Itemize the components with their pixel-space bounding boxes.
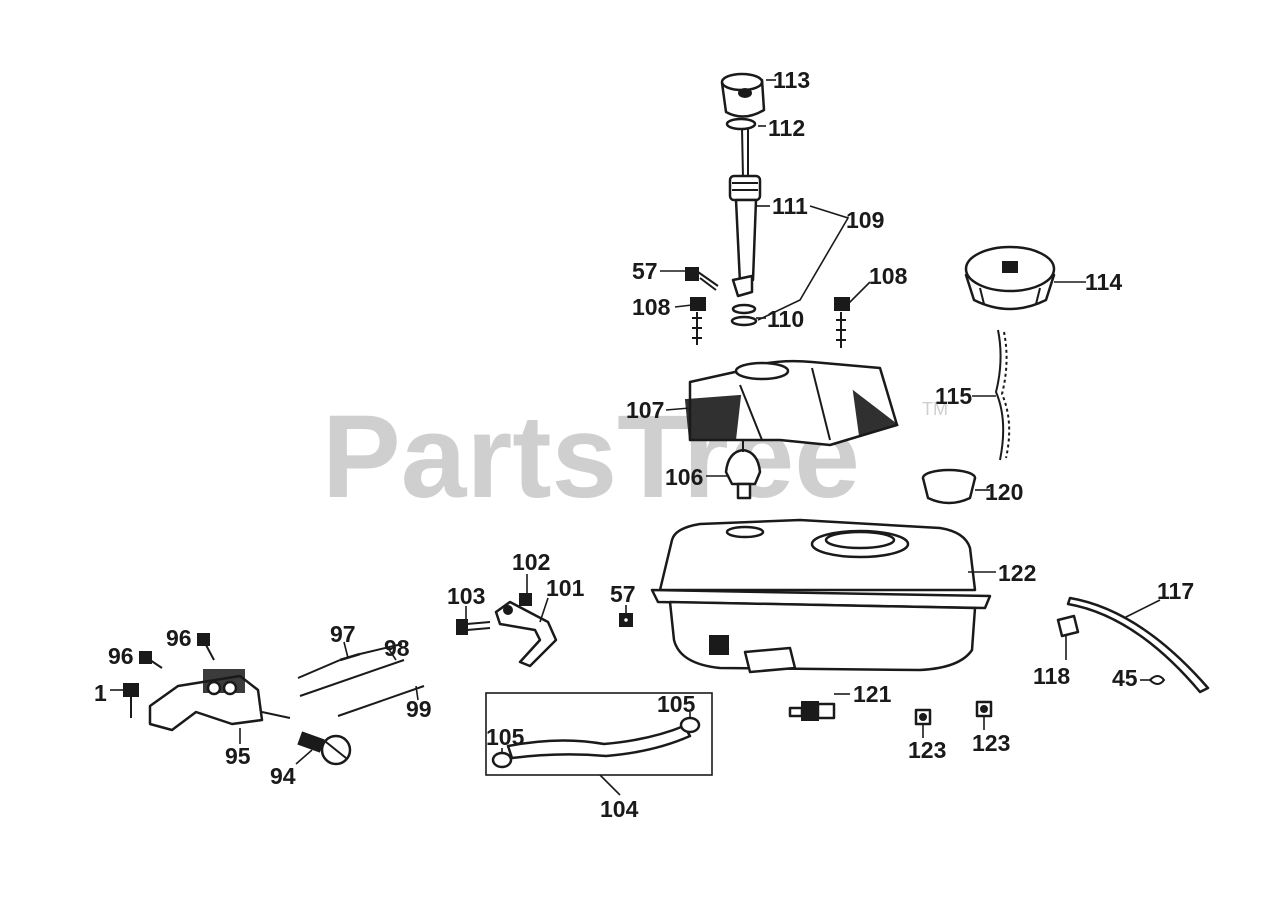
parts <box>123 72 1210 776</box>
callout-98: 98 <box>384 635 410 661</box>
part-57-bolt-mid[interactable] <box>619 613 633 627</box>
callout-108-left: 108 <box>632 294 671 320</box>
callout-94: 94 <box>270 763 296 789</box>
callout-117: 117 <box>1157 578 1194 604</box>
callout-99: 99 <box>406 696 432 722</box>
part-120-filter[interactable] <box>921 468 977 505</box>
part-108-bolt-left[interactable] <box>690 297 706 345</box>
callout-120: 120 <box>985 479 1023 505</box>
callout-101: 101 <box>546 575 585 601</box>
callout-110: 110 <box>767 306 804 332</box>
callout-121: 121 <box>853 681 892 707</box>
callout-105-left: 105 <box>486 724 525 750</box>
part-121-fitting[interactable] <box>788 701 836 721</box>
part-103-bolt[interactable] <box>456 619 491 635</box>
part-45-clip[interactable] <box>1149 675 1166 685</box>
callout-102: 102 <box>512 549 550 575</box>
part-57-bolt[interactable] <box>685 267 719 291</box>
watermark-tm: TM <box>922 399 948 419</box>
part-96-bolt-upper[interactable] <box>197 633 215 661</box>
callout-57-mid: 57 <box>610 581 636 607</box>
part-112-o-ring[interactable] <box>725 117 757 131</box>
part-106-fuel-valve[interactable] <box>724 440 762 500</box>
part-110-o-rings[interactable] <box>730 303 758 327</box>
part-114-fuel-cap[interactable] <box>964 245 1056 311</box>
part-95-governor-assembly[interactable] <box>148 669 291 732</box>
part-123-nut-right[interactable] <box>975 700 993 718</box>
callout-123-right: 123 <box>972 730 1010 756</box>
leader-lines <box>110 79 1161 796</box>
part-107-shroud[interactable] <box>684 359 900 447</box>
callout-104: 104 <box>600 796 639 822</box>
callout-118: 118 <box>1033 663 1070 689</box>
callout-111: 111 <box>772 193 808 219</box>
callout-57-top: 57 <box>632 258 658 284</box>
part-99-cable[interactable] <box>337 685 425 717</box>
callout-103: 103 <box>447 583 485 609</box>
part-108-bolt-right[interactable] <box>834 297 850 348</box>
callout-labels: 113 112 111 109 57 110 108 108 114 107 1… <box>94 67 1194 822</box>
callout-45: 45 <box>1112 665 1138 691</box>
callout-96-lower: 96 <box>108 643 134 669</box>
callout-1: 1 <box>94 680 107 706</box>
part-96-bolt-lower[interactable] <box>139 651 163 669</box>
part-97-spring[interactable] <box>297 643 403 679</box>
callout-105-right: 105 <box>657 691 696 717</box>
part-115-tether[interactable] <box>994 329 1011 461</box>
callout-107: 107 <box>626 397 664 423</box>
callout-108-right: 108 <box>869 263 908 289</box>
part-122-fuel-tank[interactable] <box>650 518 992 674</box>
callout-123-left: 123 <box>908 737 946 763</box>
callout-114: 114 <box>1085 269 1122 295</box>
part-1-bolt[interactable] <box>123 683 139 718</box>
part-123-nut-left[interactable] <box>914 708 932 726</box>
part-98-rod[interactable] <box>299 659 405 697</box>
part-104-hose-kit[interactable] <box>485 692 713 776</box>
callout-106: 106 <box>665 464 703 490</box>
callout-112: 112 <box>768 115 805 141</box>
part-111-dipstick-tube[interactable] <box>728 127 762 298</box>
callout-122: 122 <box>998 560 1036 586</box>
callout-115: 115 <box>935 383 972 409</box>
part-101-bracket[interactable] <box>494 600 558 668</box>
part-102-nut[interactable] <box>519 593 532 606</box>
callout-113: 113 <box>773 67 810 93</box>
part-118-clamp[interactable] <box>1056 614 1080 638</box>
part-94-knob[interactable] <box>297 731 352 766</box>
part-113-dipstick-cap[interactable] <box>720 72 766 118</box>
callout-95: 95 <box>225 743 251 769</box>
callout-109: 109 <box>846 207 884 233</box>
part-117-fuel-hose[interactable] <box>1066 596 1210 694</box>
callout-96-upper: 96 <box>166 625 192 651</box>
callout-97: 97 <box>330 621 356 647</box>
